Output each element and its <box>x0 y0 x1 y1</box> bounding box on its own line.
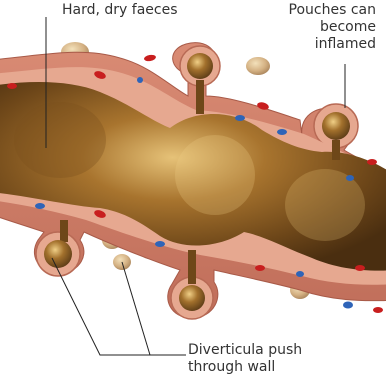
label-hard-dry-faeces: Hard, dry faeces <box>62 2 178 19</box>
label-diverticula-push-through-wall: Diverticula push through wall <box>188 342 302 376</box>
label-pouches-inflamed: Pouches can become inflamed <box>289 2 376 53</box>
